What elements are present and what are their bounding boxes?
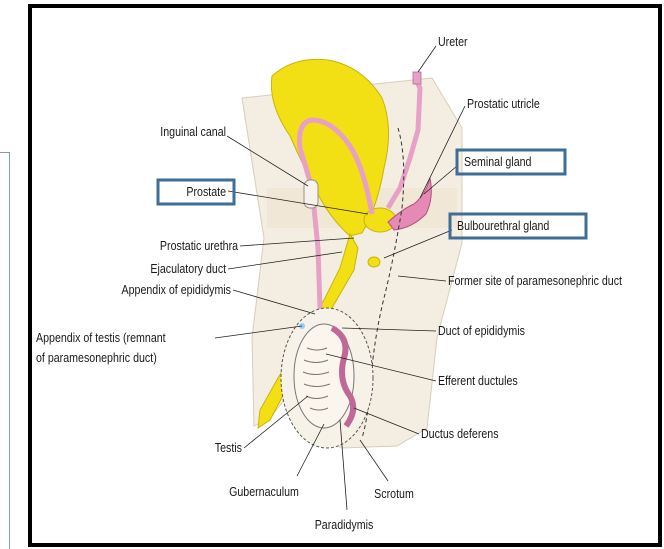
label-duct-epididymis: Duct of epididymis bbox=[438, 323, 525, 338]
label-seminal-gland: Seminal gland bbox=[464, 154, 531, 169]
label-ejaculatory-duct: Ejaculatory duct bbox=[150, 261, 226, 276]
label-appendix-epididymis: Appendix of epididymis bbox=[121, 282, 231, 297]
label-testis: Testis bbox=[215, 440, 242, 455]
label-ductus-deferens: Ductus deferens bbox=[421, 426, 499, 441]
label-prostate: Prostate bbox=[186, 184, 226, 199]
label-efferent-ductules: Efferent ductules bbox=[438, 373, 518, 388]
label-scrotum: Scrotum bbox=[374, 486, 414, 501]
ureter-tip bbox=[413, 72, 421, 84]
label-prostatic-urethra: Prostatic urethra bbox=[160, 238, 238, 253]
anatomy-diagram: Ureter Prostatic utricle Inguinal canal … bbox=[32, 8, 658, 543]
label-appendix-testis-1: Appendix of testis (remnant bbox=[36, 330, 166, 345]
bulbourethral-gland bbox=[368, 257, 380, 267]
label-ureter: Ureter bbox=[438, 34, 468, 49]
side-panel-edge bbox=[0, 152, 10, 549]
diagram-frame: Ureter Prostatic utricle Inguinal canal … bbox=[28, 4, 662, 547]
label-paradidymis: Paradidymis bbox=[315, 517, 374, 532]
label-prostatic-utricle: Prostatic utricle bbox=[467, 96, 540, 111]
label-inguinal-canal: Inguinal canal bbox=[160, 124, 226, 139]
label-former-site: Former site of paramesonephric duct bbox=[448, 273, 623, 288]
label-appendix-testis-2: of paramesonephric duct) bbox=[36, 350, 157, 365]
label-bulbourethral-gland: Bulbourethral gland bbox=[457, 218, 549, 233]
label-gubernaculum: Gubernaculum bbox=[229, 484, 299, 499]
